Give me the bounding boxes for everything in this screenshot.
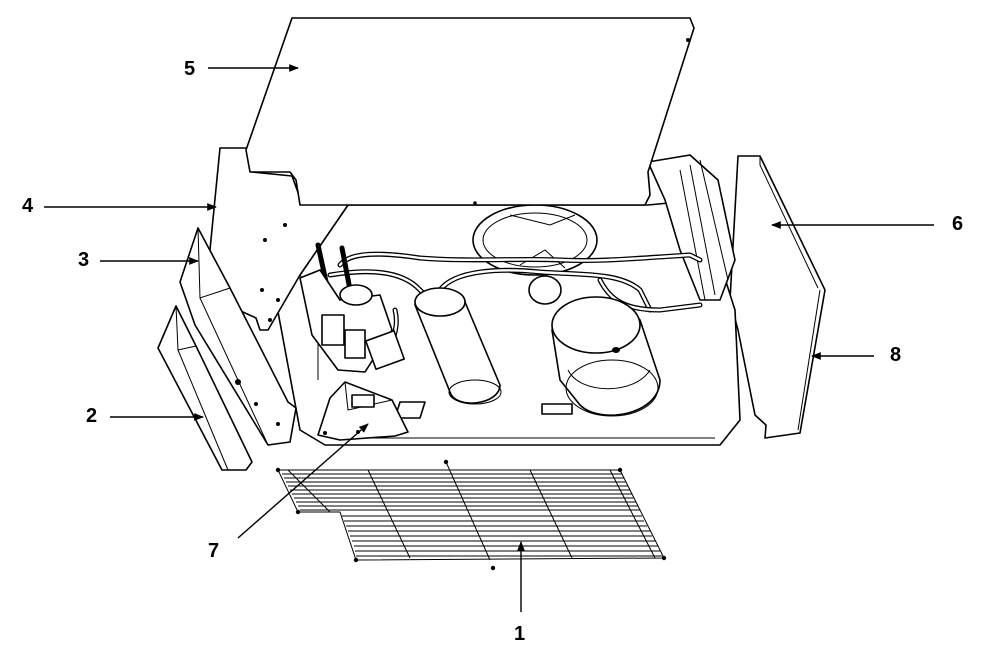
- part-1-wire-grille: [275, 459, 667, 571]
- grille-cross-wires: [287, 461, 656, 561]
- condenser-coil: [647, 154, 736, 301]
- callout-3: 3: [78, 249, 89, 271]
- callout-2: 2: [86, 405, 97, 427]
- callout-4: 4: [22, 195, 34, 217]
- grille-horizontal-wires: [282, 473, 662, 557]
- part-2-front-panel: [157, 305, 253, 471]
- callout-7: 7: [208, 540, 219, 562]
- callout-1: 1: [514, 623, 525, 645]
- callout-6: 6: [952, 213, 963, 235]
- receiver-tank: [414, 287, 502, 405]
- part-5-top-cover: [245, 17, 695, 206]
- callout-arrows: [44, 64, 934, 612]
- part-3-side-bracket: [179, 227, 297, 446]
- part-6-right-panel: [729, 155, 826, 439]
- callout-8: 8: [890, 344, 901, 366]
- callout-labels: 5 4 3 2 6 8 7 1: [22, 58, 963, 645]
- control-bracket: [299, 269, 406, 373]
- leader-7: [237, 423, 369, 539]
- part-7-electrical-box: [317, 381, 409, 441]
- callout-5: 5: [184, 58, 195, 80]
- compressor: [551, 296, 661, 417]
